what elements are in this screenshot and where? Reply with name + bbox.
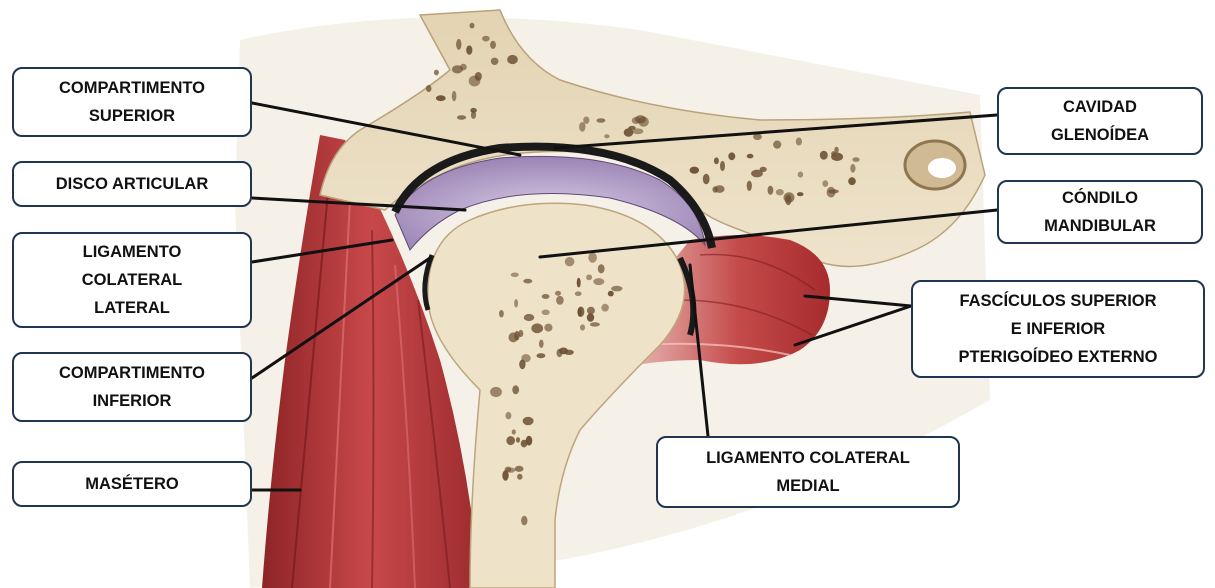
label-compartimento-inferior: COMPARTIMENTO INFERIOR <box>12 352 252 422</box>
label-condilo-mandibular: CÓNDILO MANDIBULAR <box>997 180 1203 244</box>
label-disco-articular: DISCO ARTICULAR <box>12 161 252 207</box>
label-compartimento-superior: COMPARTIMENTO SUPERIOR <box>12 67 252 137</box>
label-masetero: MASÉTERO <box>12 461 252 507</box>
label-ligamento-colateral-lateral: LIGAMENTO COLATERAL LATERAL <box>12 232 252 328</box>
label-ligamento-colateral-medial: LIGAMENTO COLATERAL MEDIAL <box>656 436 960 508</box>
label-fasciculos-pterigoideo: FASCÍCULOS SUPERIOR E INFERIOR PTERIGOÍD… <box>911 280 1205 378</box>
label-cavidad-glenoidea: CAVIDAD GLENOÍDEA <box>997 87 1203 155</box>
